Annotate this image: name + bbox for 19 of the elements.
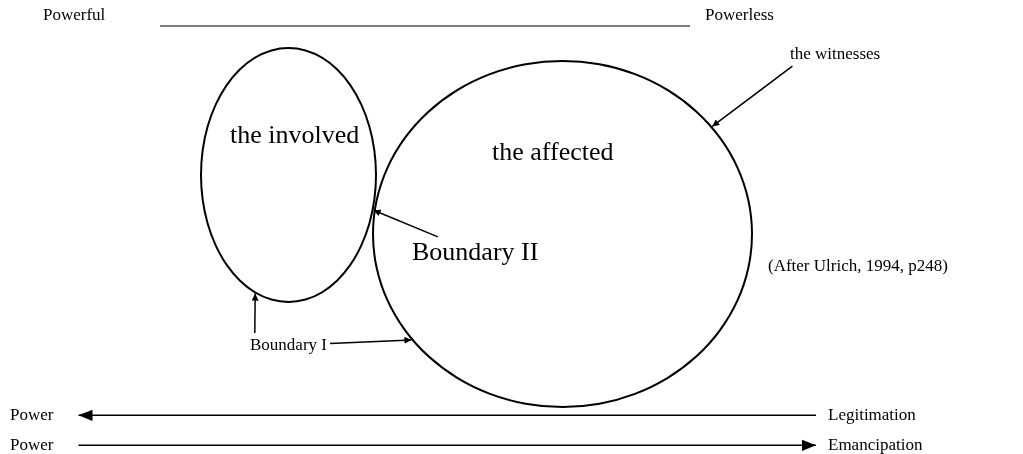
arrow [77, 439, 817, 451]
arrow [372, 209, 439, 238]
callout-text: the witnesses [790, 45, 881, 64]
axis-end-label: Power [10, 406, 54, 425]
scale-end-label: Powerful [43, 6, 106, 25]
callout-text: Boundary I [250, 336, 327, 355]
group-circle [372, 60, 753, 408]
arrow [711, 65, 794, 128]
arrow [77, 409, 817, 421]
arrow [329, 336, 413, 345]
citation-note: (After Ulrich, 1994, p248) [768, 257, 948, 276]
axis-end-label: Power [10, 436, 54, 454]
scale-end-label: Powerless [705, 6, 774, 25]
axis-end-label: Legitimation [828, 406, 916, 425]
arrow [251, 292, 259, 334]
group-label: the involved [230, 121, 360, 150]
group-label: the affected [492, 138, 614, 167]
axis-end-label: Emancipation [828, 436, 923, 454]
callout-text: Boundary II [412, 238, 539, 267]
